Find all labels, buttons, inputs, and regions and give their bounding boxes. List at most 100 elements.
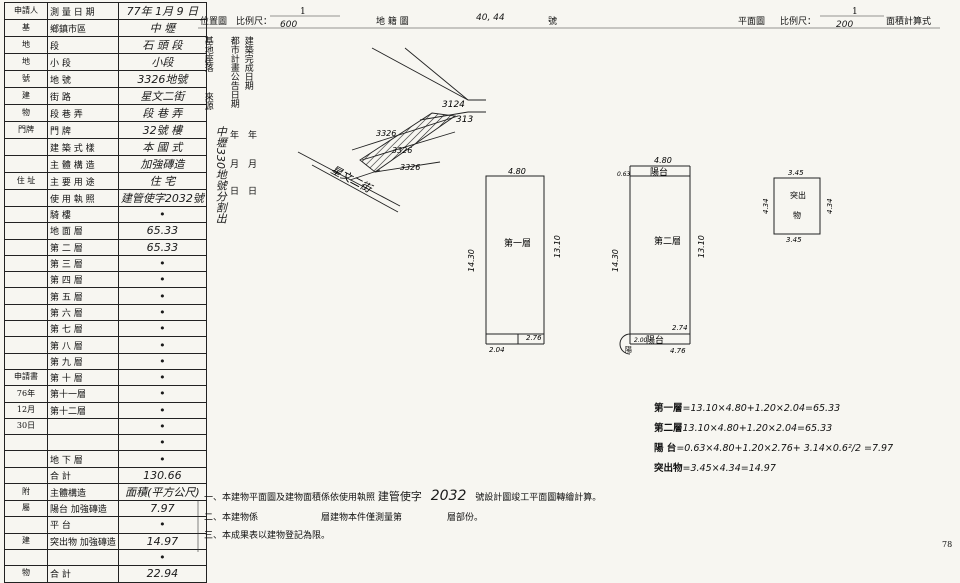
form-row-field: 合 計 (47, 565, 119, 583)
scale2-label: 比例尺： (780, 17, 817, 27)
area-calc-expression: =3.45×4.34=14.97 (682, 463, 776, 474)
floor2-width: 4.80 (654, 156, 672, 165)
projection-label-b: 物 (793, 210, 801, 220)
location-plan-title: 位置圖 (200, 17, 228, 27)
site-source-label: 來源 (202, 92, 213, 110)
area-calc-label: 第二層 (654, 423, 683, 434)
form-row-value: 22.94 (117, 565, 207, 583)
form-row: 第 八 層• (4, 336, 207, 354)
form-row-value: 65.33 (117, 222, 207, 240)
form-row: 物段 巷 弄段 巷 弄 (4, 104, 207, 122)
floor2-bottom-balcony: 陽台 (646, 334, 664, 346)
projection-right-dim: 4.34 (826, 198, 834, 214)
area-calc-label: 第一層 (654, 403, 683, 414)
form-row-value: 77年 1月 9 日 (117, 2, 207, 20)
floor2-plan (619, 165, 691, 355)
floor2-right-dim: 13.10 (697, 235, 706, 258)
form-row-value: 65.33 (117, 238, 207, 256)
city-plan-date-label: 都市計畫公告日期 (228, 36, 239, 108)
site-base-label: 基地座落 (202, 36, 213, 72)
floor1-label: 第一層 (504, 237, 531, 249)
area-calc-line: 陽 台=0.63×4.80+1.20×2.76+ 3.14×0.6²/2 =7.… (654, 440, 893, 454)
floor2-label: 第二層 (654, 235, 681, 247)
year-label: 年 (230, 131, 240, 141)
note-1-pre: 一、本建物平面圖及建物面積係依使用執照 (204, 493, 376, 503)
note-2: 二、本建物係 層建物本件僅測量第 層部份。 (204, 513, 484, 523)
area-calc-expression: =0.63×4.80+1.20×2.76+ 3.14×0.6²/2 =7.97 (676, 443, 894, 454)
form-row: 申請書第 十 層• (4, 368, 207, 387)
form-row-field: 合 計 (47, 466, 119, 485)
completion-date-label: 建築完成日期 (242, 36, 253, 90)
form-row: 使 用 執 照建管使字2032號 (4, 189, 207, 207)
projection-left-dim: 4.34 (762, 198, 770, 214)
form-row: 第 七 層• (4, 320, 207, 338)
form-row-group: 物 (4, 565, 48, 583)
floor1-plan (485, 175, 545, 345)
area-calc-line: 第一層=13.10×4.80+1.20×2.04=65.33 (654, 400, 840, 414)
scale1-numerator: 1 (300, 7, 306, 17)
month-label-2: 月 (248, 160, 258, 170)
form-row-value: 3326地號 (117, 70, 207, 88)
form-row-value: 中 壢 (117, 19, 207, 37)
area-calc-label: 突出物 (654, 463, 683, 474)
form-row-value: 建管使字2032號 (117, 189, 207, 207)
note-3: 三、本成果表以建物登記為限。 (204, 531, 331, 541)
floor1-bottom-b: 2.76 (526, 334, 542, 342)
form-row: 第 四 層• (4, 271, 207, 289)
form-row-value: 130.66 (117, 466, 207, 485)
form-row-group (4, 466, 48, 485)
scale2-denominator: 200 (836, 20, 854, 30)
street-label: 星文二街 (329, 163, 376, 196)
floor2-dim-a: 0.63 (617, 171, 631, 178)
note-1-mid: 建管使字 (377, 490, 422, 503)
form-row: 12月第十二層• (4, 401, 207, 419)
lot-label-c: 3326 (392, 146, 412, 155)
day-label: 日 (230, 187, 240, 197)
form-row-value: 段 巷 弄 (117, 104, 207, 122)
floor1-left-dim: 14.30 (467, 249, 476, 272)
form-row: 地小 段小段 (4, 53, 207, 71)
day-label-2: 日 (248, 187, 258, 197)
area-calc-line: 第二層13.10×4.80+1.20×2.04=65.33 (654, 420, 832, 434)
area-calc-expression: =13.10×4.80+1.20×2.04=65.33 (682, 403, 841, 414)
lot-label-a: 3124 (442, 100, 465, 110)
map-sheet-label: 地 籍 圖 (376, 17, 409, 27)
projection-top-dim: 3.45 (788, 169, 804, 177)
year-label-2: 年 (248, 131, 258, 141)
floor2-top-balcony: 陽台 (650, 166, 668, 178)
projection-bottom-dim: 3.45 (786, 236, 802, 244)
form-row: 基鄉鎮市區中 壢 (4, 19, 207, 37)
floor1-right-dim: 13.10 (553, 235, 562, 258)
lot-label-d: 3326 (400, 163, 420, 172)
projection-label-a: 突出 (790, 190, 806, 200)
month-label: 月 (230, 160, 240, 170)
note-1-number: 2032 (430, 488, 467, 504)
floor2-balcony-circle-label: 陽 (625, 345, 632, 354)
note-1: 一、本建物平面圖及建物面積係依使用執照 建管使字 2032 號設計圖竣工平面圖轉… (204, 488, 601, 504)
area-calc-expression: 13.10×4.80+1.20×2.04=65.33 (682, 423, 833, 434)
form-row: 建 築 式 樣本 國 式 (4, 138, 207, 156)
form-row: 住 址主 要 用 途住 宅 (4, 172, 207, 190)
handwritten-source-note: 中壢330地號分割出 (214, 126, 228, 224)
floor2-dim-b: 2.74 (672, 324, 688, 332)
lot-label-b: 313 (456, 115, 473, 125)
floor2-dim-c: 2.00 (634, 337, 648, 344)
floor1-width: 4.80 (508, 167, 526, 176)
scale1-label: 比例尺： (236, 17, 273, 27)
map-sheet-suffix: 號 (548, 17, 558, 27)
scale1-denominator: 600 (280, 20, 298, 30)
form-row: 地 下 層• (4, 450, 207, 468)
form-row: 主 體 構 造加強磚造 (4, 155, 207, 173)
form-row-value: 小段 (117, 53, 207, 71)
page-number: 78 (942, 540, 953, 549)
lot-hatch-area (359, 112, 457, 173)
note-1-post: 號設計圖竣工平面圖轉繪計算。 (475, 493, 602, 503)
floor-plan-title: 平面圖 (738, 17, 766, 27)
floor2-left-dim: 14.30 (611, 249, 620, 272)
form-row: 第 三 層• (4, 254, 207, 273)
